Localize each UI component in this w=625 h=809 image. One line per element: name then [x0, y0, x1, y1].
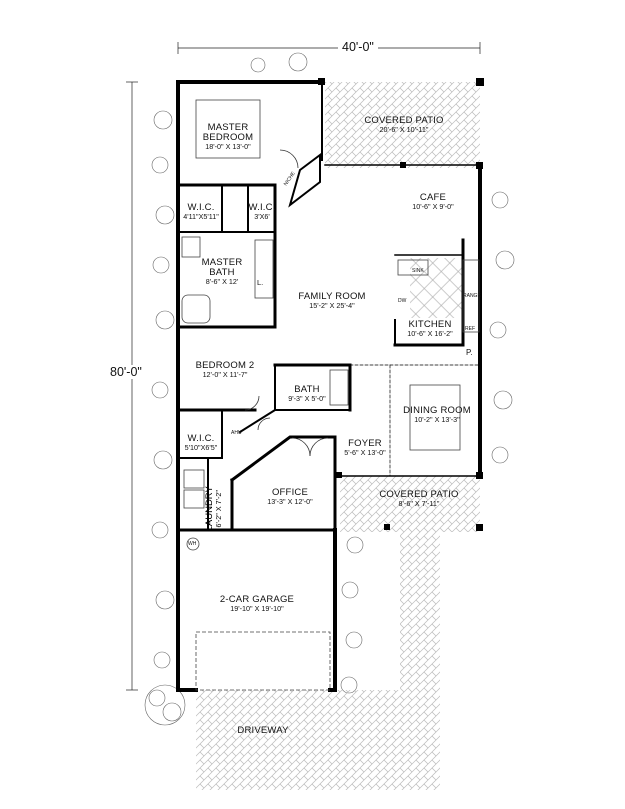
room-name: BATH [209, 266, 235, 278]
covered-patio-top-paving [325, 82, 480, 168]
room-name: MASTER [201, 257, 243, 268]
walkway-paving [330, 532, 440, 790]
laundry-label: LAUNDRY 6'-2" X 7'-2" [204, 479, 224, 539]
dining-room-label: DINING ROOM 10'-2" X 13'-3" [403, 406, 471, 424]
covered-patio-top-label: COVERED PATIO 20'-6" X 10'-11" [364, 116, 443, 134]
covered-patio-front-paving [340, 476, 480, 532]
garage-label: 2-CAR GARAGE 19'-10" X 19'-10" [220, 595, 294, 613]
linen-closet-label: L. [257, 278, 264, 287]
room-dims: 8'-6" X 12' [205, 276, 239, 286]
room-dims: 20'-6" X 10'-11" [379, 124, 429, 134]
room-dims: 5'10"X6'5" [184, 442, 218, 452]
kitchen-label: KITCHEN 10'-6" X 16'-2" [407, 320, 452, 338]
room-name: DINING ROOM [403, 405, 471, 416]
landscaping [144, 52, 515, 726]
room-dims: 18'-0" X 13'-0" [205, 141, 251, 151]
family-room-label: FAMILY ROOM 15'-2" X 25'-4" [298, 292, 365, 310]
room-name: COVERED PATIO [379, 489, 459, 500]
room-name: CAFE [419, 192, 447, 203]
room-name: KITCHEN [408, 319, 452, 330]
doors [244, 149, 329, 457]
room-name: MASTER [207, 122, 249, 133]
kitchen-tile [410, 258, 464, 318]
bedroom2-label: BEDROOM 2 12'-0" X 11'-7" [196, 361, 255, 379]
wic-bed2-label: W.I.C. 5'10"X6'5" [185, 434, 218, 452]
room-name: W.I.C. [187, 433, 215, 444]
room-dims: 3'X6' [254, 211, 270, 221]
room-name: BEDROOM 2 [195, 360, 255, 371]
room-name: FAMILY ROOM [298, 291, 366, 302]
room-dims: 4'11"X5'11" [183, 211, 219, 221]
bath-label: BATH 9'-3" X 5'-0" [288, 385, 325, 403]
covered-patio-front-label: COVERED PATIO 8'-6" X 7'-11" [379, 490, 458, 508]
room-dims: 5'-6" X 13'-0" [344, 447, 386, 457]
room-dims: 10'-6" X 9'-0" [412, 201, 454, 211]
room-name: COVERED PATIO [364, 115, 444, 126]
fixtures-outline [181, 99, 480, 691]
foyer-label: FOYER 5'-6" X 13'-0" [344, 439, 385, 457]
room-name: BATH [294, 384, 320, 395]
dishwasher-label: DW [398, 298, 407, 304]
room-name: BEDROOM [202, 131, 254, 143]
room-dims: 8'-6" X 7'-11" [398, 498, 440, 508]
water-heater-label: WH [188, 541, 197, 547]
overall-width-label: 40'-0" [338, 40, 378, 54]
room-dims: 9'-3" X 5'-0" [288, 393, 326, 403]
refrigerator-label: REF [465, 326, 475, 332]
room-name: FOYER [348, 438, 382, 449]
cafe-label: CAFE 10'-6" X 9'-0" [412, 193, 453, 211]
wic-master-left-label: W.I.C. 4'11"X5'11" [183, 203, 219, 221]
ahu-label: AHU [231, 430, 242, 436]
master-bedroom-label: MASTER BEDROOM 18'-0" X 13'-0" [203, 123, 254, 151]
master-bath-label: MASTER BATH 8'-6" X 12' [202, 258, 243, 286]
room-name: DRIVEWAY [237, 725, 289, 736]
room-dims: 10'-6" X 16'-2" [407, 328, 453, 338]
overall-depth-label: 80'-0" [108, 365, 144, 379]
room-name: W.I.C. [187, 202, 215, 213]
room-dims: 19'-10" X 19'-10" [230, 603, 284, 613]
room-name: W.I.C. [248, 202, 276, 213]
sink-label: SINK [412, 268, 424, 274]
room-dims: 15'-2" X 25'-4" [309, 300, 355, 310]
office-label: OFFICE 13'-3" X 12'-0" [267, 488, 312, 506]
range-label: RANGE [463, 293, 481, 299]
wic-master-right-label: W.I.C. 3'X6' [248, 203, 275, 221]
dimension-lines [126, 42, 481, 691]
columns [318, 78, 484, 531]
driveway-label: DRIVEWAY [237, 726, 288, 736]
room-dims: 10'-2" X 13'-3" [414, 414, 460, 424]
room-dims: 13'-3" X 12'-0" [267, 496, 313, 506]
driveway-paving [196, 690, 330, 790]
room-name: OFFICE [271, 487, 309, 498]
room-dims: 12'-0" X 11'-7" [202, 369, 248, 379]
pantry-label: P. [466, 348, 473, 357]
room-name: 2-CAR GARAGE [219, 594, 295, 605]
room-dims: 6'-2" X 7'-2" [214, 490, 224, 528]
